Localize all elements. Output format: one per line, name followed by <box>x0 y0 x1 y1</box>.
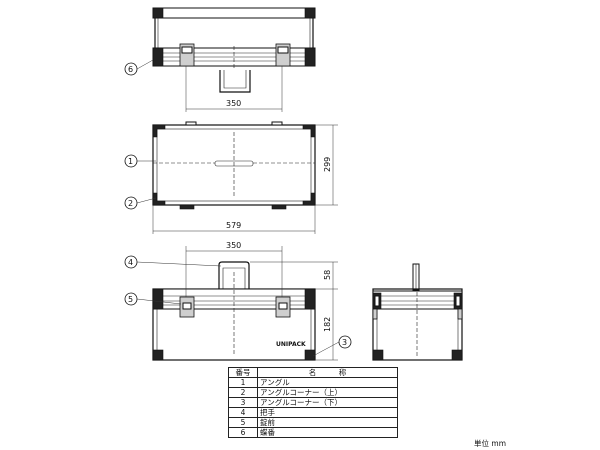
dim-front-height: 299 <box>323 157 332 172</box>
callout-5-bubble <box>124 292 138 306</box>
part-name: アングルコーナー（上） <box>257 387 398 398</box>
part-number: 2 <box>228 387 258 398</box>
callout-3-bubble <box>338 335 352 349</box>
dim-handle-height: 58 <box>323 270 332 280</box>
part-name: 蝶番 <box>257 427 398 438</box>
dim-front-width: 579 <box>226 221 241 230</box>
part-name: 把手 <box>257 407 398 418</box>
callout-4-label: 4 <box>128 258 133 267</box>
part-name: 錠前 <box>257 417 398 428</box>
table-row: 4 把手 <box>228 407 398 418</box>
part-number: 4 <box>228 407 258 418</box>
part-name: アングル <box>257 377 398 388</box>
parts-table-header: 番号 名 称 <box>228 367 398 378</box>
callout-2-bubble <box>124 196 138 210</box>
part-number: 1 <box>228 377 258 388</box>
table-row: 2 アングルコーナー（上） <box>228 387 398 398</box>
callout-1-label: 1 <box>128 157 133 166</box>
top-view: 350 6 <box>124 7 316 112</box>
table-row: 3 アングルコーナー（下） <box>228 397 398 408</box>
long-side-view: UNIPACK 350 58 182 4 5 3 <box>124 241 352 361</box>
dim-top-width: 350 <box>226 99 241 108</box>
front-view: 579 299 1 2 <box>124 121 338 234</box>
header-number: 番号 <box>228 367 258 378</box>
callout-6-label: 6 <box>128 65 133 74</box>
unit-note: 単位 mm <box>474 439 506 448</box>
callout-4-bubble <box>124 255 138 269</box>
dim-side-width: 350 <box>226 241 241 250</box>
dim-body-height: 182 <box>323 317 332 332</box>
table-row: 6 蝶番 <box>228 427 398 438</box>
callout-1-bubble <box>124 154 138 168</box>
part-number: 5 <box>228 417 258 428</box>
header-name: 名 称 <box>257 367 398 378</box>
part-number: 3 <box>228 397 258 408</box>
callout-3-label: 3 <box>342 338 347 347</box>
part-number: 6 <box>228 427 258 438</box>
callout-5-label: 5 <box>128 295 133 304</box>
part-name: アングルコーナー（下） <box>257 397 398 408</box>
brand-logo-text: UNIPACK <box>276 341 306 348</box>
end-view <box>372 263 463 361</box>
callout-6-bubble <box>124 62 138 76</box>
table-row: 1 アングル <box>228 377 398 388</box>
callout-2-label: 2 <box>128 199 133 208</box>
table-row: 5 錠前 <box>228 417 398 428</box>
parts-table: 番号 名 称 1 アングル 2 アングルコーナー（上） 3 アングルコーナー（下… <box>228 367 398 438</box>
